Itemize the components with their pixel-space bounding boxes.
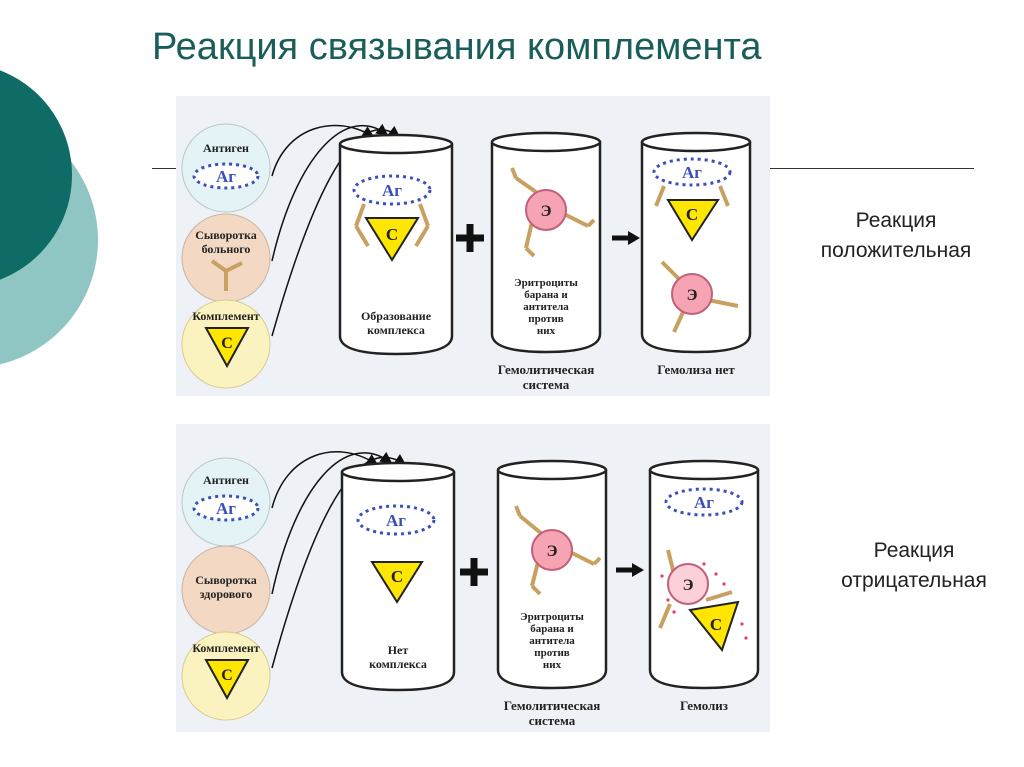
svg-text:С: С — [221, 667, 233, 684]
caption-hemolytic-system-2: система — [529, 713, 576, 728]
svg-text:комплекса: комплекса — [369, 657, 427, 671]
svg-text:Аг: Аг — [382, 181, 402, 200]
svg-text:С: С — [386, 225, 398, 244]
svg-text:С: С — [391, 567, 403, 586]
svg-text:Сыворотка: Сыворотка — [195, 573, 257, 587]
label-positive-line1: Реакция — [786, 206, 1006, 236]
antigen-circle: Антиген Аг — [182, 124, 270, 212]
svg-text:них: них — [537, 325, 556, 337]
caption-hemolytic-system: Гемолитическая — [498, 362, 595, 377]
caption-hemolytic-system-2: система — [523, 377, 570, 392]
svg-text:комплекса: комплекса — [367, 323, 425, 337]
complement-circle: Комплемент С — [182, 632, 270, 720]
tube-no-complex: Аг С Нет комплекса — [342, 463, 454, 690]
divider-line-left — [152, 168, 176, 169]
label-negative: Реакция отрицательная — [804, 536, 1024, 596]
diagram-panel-negative: Антиген Аг Сыворотка здорового Комплемен… — [176, 424, 770, 732]
serum-healthy-circle: Сыворотка здорового — [182, 546, 270, 634]
svg-text:против: против — [534, 647, 570, 659]
svg-text:Комплемент: Комплемент — [192, 309, 259, 323]
label-positive: Реакция положительная — [786, 206, 1006, 266]
tube-hemolytic-system: Э Эритроциты барана и антитела против ни… — [498, 461, 606, 688]
svg-text:антитела: антитела — [523, 301, 569, 313]
svg-text:Эритроциты: Эритроциты — [520, 611, 584, 623]
tube-hemolysis: Аг Э С — [650, 461, 758, 688]
antigen-circle: Антиген Аг — [182, 458, 270, 546]
svg-text:Образование: Образование — [361, 309, 432, 323]
svg-text:здорового: здорового — [200, 587, 253, 601]
complement-circle: Комплемент С — [182, 300, 270, 388]
svg-text:С: С — [710, 615, 722, 634]
svg-text:Аг: Аг — [386, 511, 406, 530]
svg-text:Аг: Аг — [682, 163, 702, 182]
svg-text:Сыворотка: Сыворотка — [195, 228, 257, 242]
decorative-circles — [0, 0, 110, 420]
svg-text:Аг: Аг — [216, 499, 236, 518]
page-title: Реакция связывания комплемента — [152, 26, 762, 69]
caption-result: Гемолиз — [680, 698, 728, 713]
svg-text:С: С — [221, 335, 233, 352]
svg-text:барана и: барана и — [524, 289, 568, 301]
svg-text:С: С — [686, 205, 698, 224]
svg-text:больного: больного — [202, 242, 251, 256]
label-negative-line1: Реакция — [804, 536, 1024, 566]
svg-text:Нет: Нет — [388, 643, 409, 657]
svg-text:Аг: Аг — [694, 493, 714, 512]
tube-result: Аг С Э — [642, 133, 750, 352]
svg-text:барана и: барана и — [530, 623, 574, 635]
svg-text:Аг: Аг — [216, 167, 236, 186]
caption-result: Гемолиза нет — [657, 362, 735, 377]
svg-text:Э: Э — [687, 287, 698, 304]
serum-patient-circle: Сыворотка больного — [182, 214, 270, 302]
svg-text:Э: Э — [547, 543, 558, 560]
svg-text:антитела: антитела — [529, 635, 575, 647]
label-negative-line2: отрицательная — [804, 566, 1024, 596]
svg-text:Э: Э — [683, 577, 694, 594]
svg-text:Комплемент: Комплемент — [192, 641, 259, 655]
caption-hemolytic-system: Гемолитическая — [504, 698, 601, 713]
divider-line-right — [770, 168, 974, 169]
label-positive-line2: положительная — [786, 236, 1006, 266]
svg-text:Эритроциты: Эритроциты — [514, 277, 578, 289]
svg-text:против: против — [528, 313, 564, 325]
svg-text:Э: Э — [541, 203, 552, 220]
svg-text:Антиген: Антиген — [203, 473, 249, 487]
svg-text:них: них — [543, 659, 562, 671]
tube-complex: Аг С Образование комплекса — [340, 135, 452, 354]
tube-hemolytic-system: Э Эритроциты барана и антитела против ни… — [492, 133, 600, 352]
svg-text:Антиген: Антиген — [203, 141, 249, 155]
diagram-panel-positive: Антиген Аг Сыворотка больного Комплемент… — [176, 96, 770, 396]
